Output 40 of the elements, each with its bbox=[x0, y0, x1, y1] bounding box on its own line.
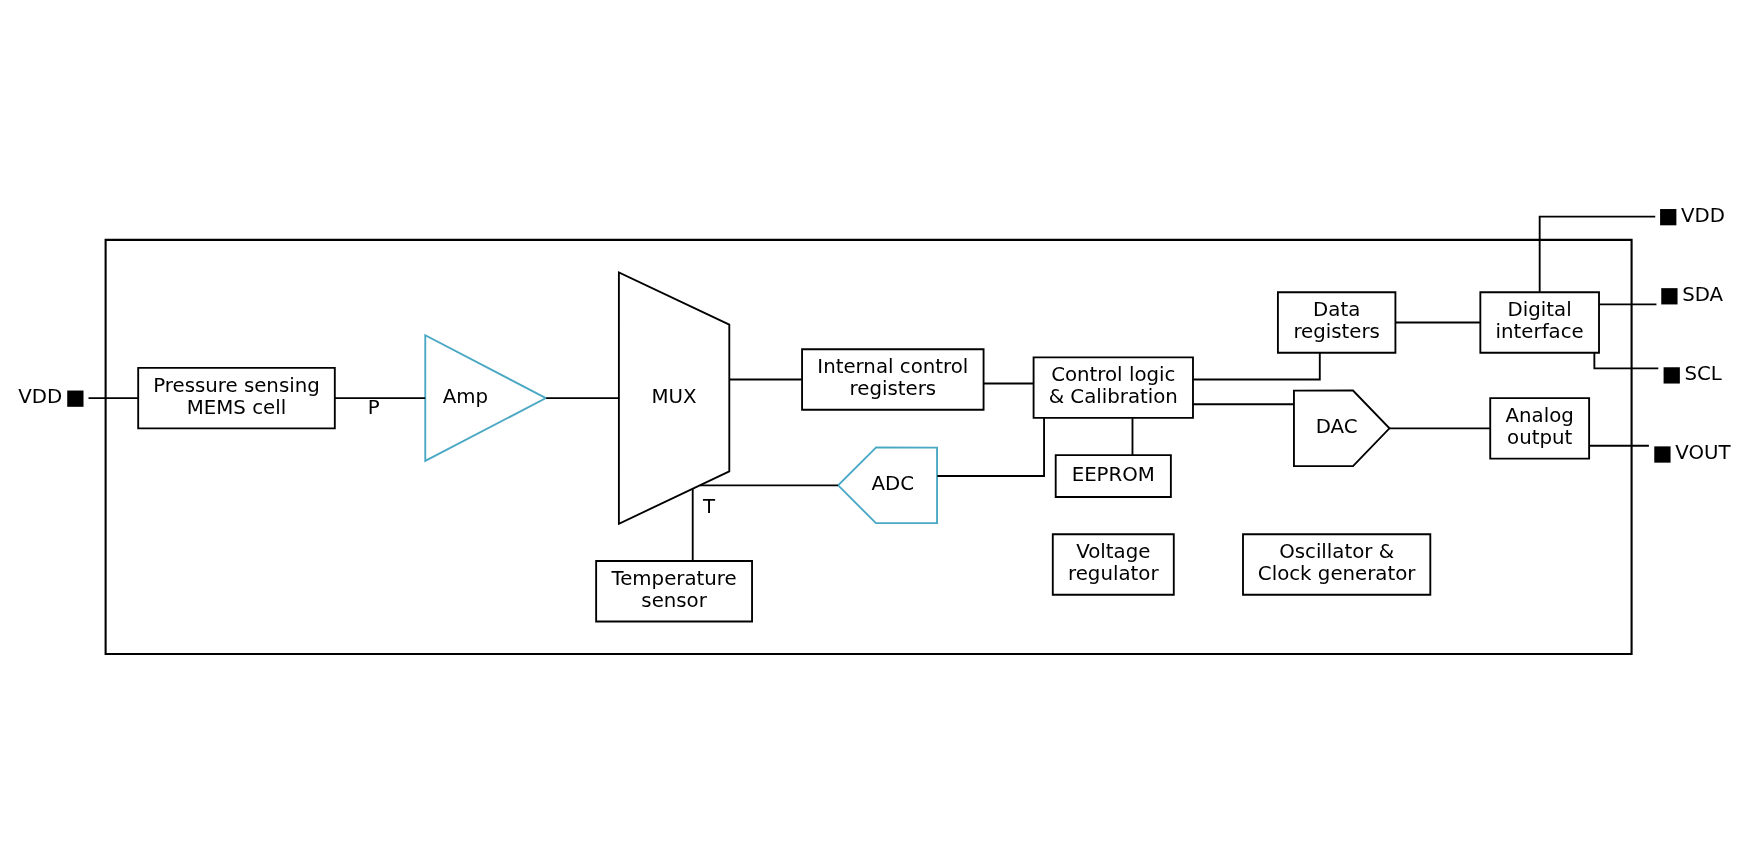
connector bbox=[699, 483, 839, 486]
node-box bbox=[67, 390, 84, 407]
node-box: EEPROM bbox=[1054, 453, 1172, 498]
connector bbox=[728, 378, 803, 380]
node-box: Pressure sensing MEMS cell bbox=[137, 366, 336, 429]
node-box: Data registers bbox=[1277, 290, 1397, 354]
connector bbox=[1131, 416, 1134, 456]
node-box: Control logic & Calibration bbox=[1032, 355, 1194, 419]
node-box: Digital interface bbox=[1479, 290, 1600, 354]
node-label: VOUT bbox=[1675, 440, 1731, 464]
connector bbox=[1538, 215, 1657, 293]
node-box bbox=[1660, 208, 1677, 225]
node-box: Oscillator & Clock generator bbox=[1242, 532, 1432, 596]
connector bbox=[1598, 303, 1658, 305]
edge-label: P bbox=[367, 395, 380, 419]
node-box: Temperature sensor bbox=[595, 559, 753, 622]
node-label: SCL bbox=[1684, 361, 1722, 385]
node-box: Analog output bbox=[1489, 396, 1591, 459]
connector bbox=[1388, 426, 1491, 429]
node-box bbox=[1654, 445, 1671, 463]
cluster bbox=[104, 238, 1633, 655]
node-box bbox=[1663, 366, 1680, 384]
node-box: Internal control registers bbox=[801, 347, 985, 411]
connector bbox=[936, 416, 1045, 477]
connector bbox=[87, 396, 139, 399]
connector bbox=[1192, 402, 1295, 405]
node-label: VDD bbox=[1681, 203, 1725, 227]
connector bbox=[691, 487, 694, 562]
edge-label: T bbox=[703, 494, 716, 518]
connector bbox=[1192, 351, 1321, 380]
node-box: Voltage regulator bbox=[1051, 532, 1175, 596]
connector bbox=[982, 382, 1035, 384]
node-label: VDD bbox=[18, 384, 63, 408]
node-box bbox=[1661, 287, 1678, 304]
connector bbox=[1588, 444, 1650, 447]
node-label: SDA bbox=[1682, 282, 1724, 306]
connector bbox=[545, 396, 621, 399]
connector bbox=[1395, 321, 1482, 323]
connector bbox=[334, 396, 427, 399]
connector bbox=[1593, 351, 1660, 369]
